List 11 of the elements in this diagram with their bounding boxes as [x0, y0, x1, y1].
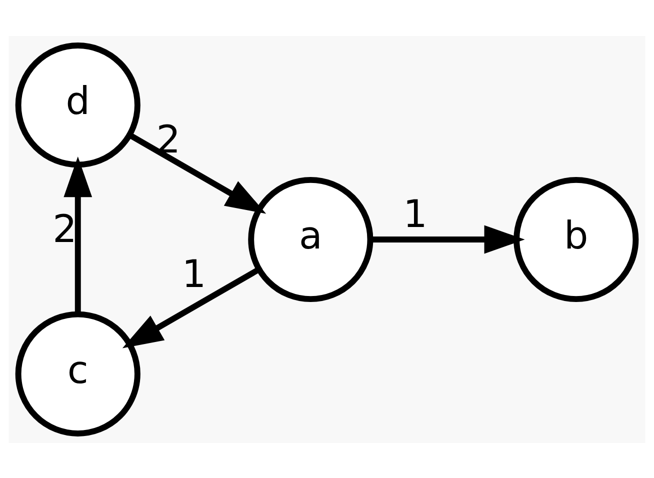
node-circle: c: [15, 310, 140, 436]
edge-label: 1: [403, 192, 428, 236]
node-circle: d: [15, 42, 140, 168]
arrow: [128, 132, 266, 214]
node-circle: a: [248, 176, 374, 302]
arrow: [122, 266, 260, 348]
node-circle: b: [514, 176, 639, 302]
edge-label: 1: [182, 251, 206, 296]
edge-label: 2: [52, 206, 77, 250]
arrow: [370, 224, 525, 254]
arrow: [64, 156, 92, 314]
